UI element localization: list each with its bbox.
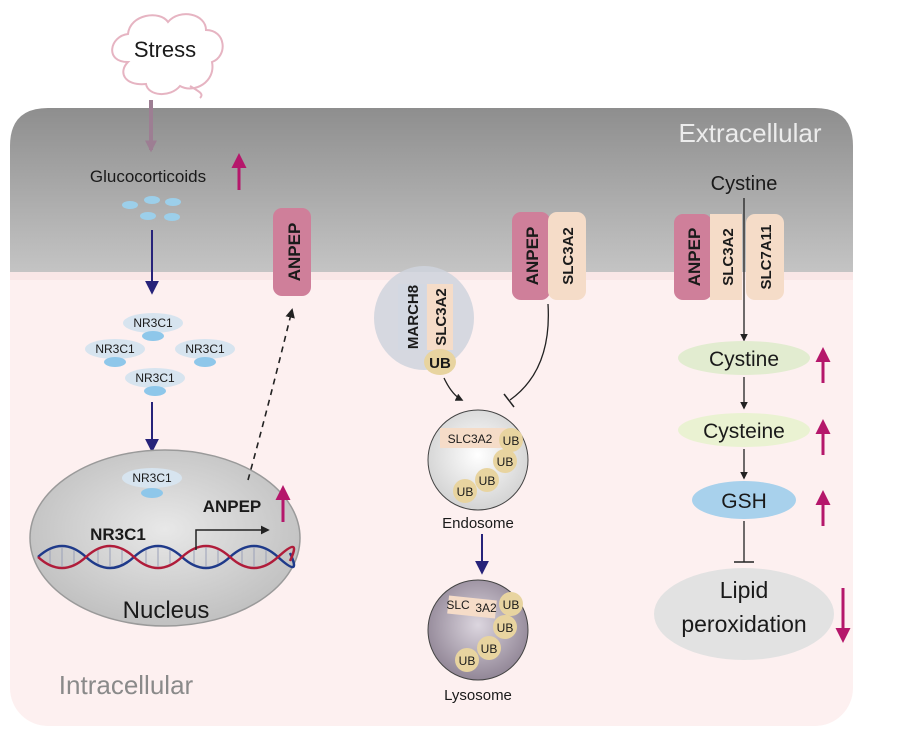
svg-text:UB: UB xyxy=(479,474,496,488)
svg-text:UB: UB xyxy=(497,455,514,469)
nucleus-label: Nucleus xyxy=(123,597,210,624)
nr3c1-gene-label: NR3C1 xyxy=(90,525,146,544)
transcription-arrow xyxy=(195,525,270,550)
svg-text:UB: UB xyxy=(459,654,476,668)
receptor-label-3: NR3C1 xyxy=(185,342,225,356)
transporter-slc3a2 xyxy=(710,214,742,300)
receptor-cluster xyxy=(85,313,235,396)
svg-text:UB: UB xyxy=(497,621,514,635)
receptor-label-2: NR3C1 xyxy=(95,342,135,356)
svg-text:peroxidation: peroxidation xyxy=(681,611,806,637)
inhibition-bar xyxy=(503,393,515,408)
gsh-node xyxy=(692,481,796,519)
svg-text:ANPEP: ANPEP xyxy=(285,223,304,282)
svg-text:Cystine: Cystine xyxy=(709,348,779,371)
svg-text:SLC3A2: SLC3A2 xyxy=(448,432,493,446)
membrane-anpep xyxy=(273,208,311,296)
inhibition-line xyxy=(509,303,549,401)
extracellular-label: Extracellular xyxy=(678,118,821,148)
svg-text:GSH: GSH xyxy=(721,490,767,513)
slc3a2-label: SLC3A2 xyxy=(433,288,450,346)
brain-icon xyxy=(111,13,224,99)
svg-text:Lipid: Lipid xyxy=(720,577,769,603)
extracellular-region xyxy=(10,108,853,272)
svg-text:UB: UB xyxy=(457,485,474,499)
endocytosis-arrow xyxy=(443,377,464,401)
cysteine-node xyxy=(678,413,810,447)
svg-text:3A2: 3A2 xyxy=(475,601,497,615)
stress-label: Stress xyxy=(134,37,196,62)
svg-text:UB: UB xyxy=(503,598,520,612)
transporter-slc7a11 xyxy=(746,214,784,300)
lysosome-label: Lysosome xyxy=(444,687,512,704)
receptor-label-1: NR3C1 xyxy=(133,316,173,330)
svg-text:UB: UB xyxy=(429,355,451,372)
glucocorticoid-molecules xyxy=(122,196,181,221)
endosome-label: Endosome xyxy=(442,515,514,532)
svg-text:ANPEP: ANPEP xyxy=(523,227,542,286)
svg-text:ANPEP: ANPEP xyxy=(685,228,704,287)
svg-text:Cysteine: Cysteine xyxy=(703,420,785,443)
svg-text:UB: UB xyxy=(481,642,498,656)
intracellular-label: Intracellular xyxy=(59,670,194,700)
transporter-anpep xyxy=(674,214,712,300)
svg-text:UB: UB xyxy=(503,434,520,448)
anpep-gene-label: ANPEP xyxy=(203,497,262,516)
march8-label: MARCH8 xyxy=(405,285,422,349)
anpep-slc3a2-complex xyxy=(512,212,550,300)
svg-text:SLC7A11: SLC7A11 xyxy=(758,224,775,289)
receptor-label-4: NR3C1 xyxy=(135,371,175,385)
extracellular-cystine-label: Cystine xyxy=(711,173,778,195)
glucocorticoids-label: Glucocorticoids xyxy=(90,167,206,186)
svg-text:SLC3A2: SLC3A2 xyxy=(560,227,577,285)
nucleus xyxy=(29,449,301,627)
ub-tag xyxy=(424,349,456,375)
dna-helix xyxy=(37,544,296,570)
lipid-peroxidation-node xyxy=(654,568,834,660)
nuclear-receptor-label: NR3C1 xyxy=(132,471,172,485)
svg-text:SLC: SLC xyxy=(446,598,470,612)
cystine-node xyxy=(678,341,810,375)
svg-text:SLC3A2: SLC3A2 xyxy=(720,228,737,286)
